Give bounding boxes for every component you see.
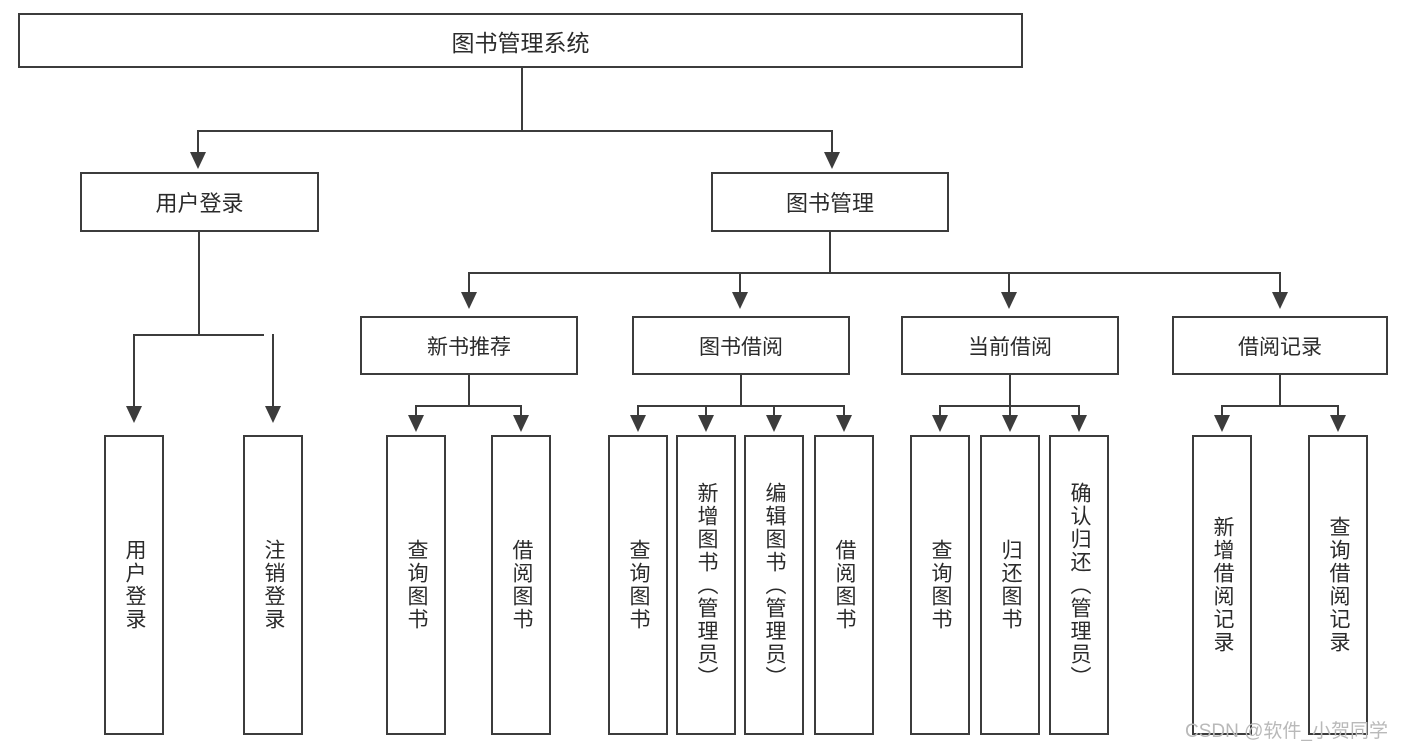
node-new-book-recommend[interactable]: 新书推荐: [360, 316, 578, 375]
arrowhead-user-login-leaf-1: [126, 406, 142, 423]
connector-current-borrow-leaf-3: [1078, 405, 1080, 417]
arrowhead-root-to-user-login: [190, 152, 206, 169]
leaf-borrow-book-1[interactable]: 借阅图书: [491, 435, 551, 735]
connector-book-management-bar: [468, 272, 1279, 274]
leaf-query-book-3[interactable]: 查询图书: [910, 435, 970, 735]
node-book-borrow[interactable]: 图书借阅: [632, 316, 850, 375]
node-label: 查询借阅记录: [1327, 516, 1351, 654]
node-label: 图书管理: [785, 191, 874, 216]
node-label: 新书推荐: [427, 335, 511, 359]
node-label: 图书借阅: [699, 335, 783, 359]
connector-user-login-bar: [133, 334, 264, 336]
node-current-borrow[interactable]: 当前借阅: [901, 316, 1119, 375]
leaf-add-book-admin[interactable]: 新增图书（管理员）: [676, 435, 736, 735]
node-borrow-record[interactable]: 借阅记录: [1172, 316, 1388, 375]
connector-current-borrow-stem: [1009, 375, 1011, 407]
connector-book-borrow-leaf-1: [637, 405, 639, 417]
arrowhead-bm-to-l3-1: [461, 292, 477, 309]
csdn-watermark: CSDN @软件_小贺同学: [1185, 721, 1388, 742]
arrowhead-current-borrow-leaf-2: [1002, 415, 1018, 432]
node-label: 借阅图书: [510, 539, 534, 631]
connector-current-borrow-leaf-2: [1009, 405, 1011, 417]
node-label: 新增图书（管理员）: [695, 481, 719, 689]
connector-bm-to-l3-3: [1008, 272, 1010, 294]
node-label: 借阅记录: [1238, 335, 1322, 359]
node-label: 注销登录: [262, 539, 286, 631]
arrowhead-current-borrow-leaf-3: [1071, 415, 1087, 432]
leaf-query-borrow-record[interactable]: 查询借阅记录: [1308, 435, 1368, 735]
connector-new-book-leaf-1: [415, 405, 417, 417]
leaf-user-login[interactable]: 用户登录: [104, 435, 164, 735]
node-label: 新增借阅记录: [1211, 516, 1235, 654]
node-root-book-management-system[interactable]: 图书管理系统: [18, 13, 1023, 68]
node-label: 确认归还（管理员）: [1068, 481, 1092, 689]
arrowhead-new-book-leaf-2: [513, 415, 529, 432]
connector-borrow-record-leaf-2: [1337, 405, 1339, 417]
arrowhead-user-login-leaf-2: [265, 406, 281, 423]
connector-bm-to-l3-4: [1279, 272, 1281, 294]
arrowhead-current-borrow-leaf-1: [932, 415, 948, 432]
node-user-login[interactable]: 用户登录: [80, 172, 319, 232]
arrowhead-new-book-leaf-1: [408, 415, 424, 432]
connector-book-borrow-leaf-4: [843, 405, 845, 417]
connector-book-borrow-bar: [637, 405, 845, 407]
node-label: 查询图书: [405, 539, 429, 631]
connector-user-login-to-leaf-2: [272, 334, 274, 408]
connector-borrow-record-bar: [1221, 405, 1339, 407]
node-book-management[interactable]: 图书管理: [711, 172, 949, 232]
leaf-user-logout[interactable]: 注销登录: [243, 435, 303, 735]
arrowhead-book-borrow-leaf-1: [630, 415, 646, 432]
connector-new-book-bar: [415, 405, 522, 407]
connector-current-borrow-leaf-1: [939, 405, 941, 417]
node-label: 归还图书: [999, 539, 1023, 631]
connector-borrow-record-stem: [1279, 375, 1281, 407]
connector-book-borrow-leaf-2: [705, 405, 707, 417]
connector-borrow-record-leaf-1: [1221, 405, 1223, 417]
arrowhead-bm-to-l3-4: [1272, 292, 1288, 309]
connector-root-stem: [521, 68, 523, 131]
connector-root-bar: [197, 130, 833, 132]
arrowhead-bm-to-l3-2: [732, 292, 748, 309]
arrowhead-book-borrow-leaf-2: [698, 415, 714, 432]
arrowhead-book-borrow-leaf-3: [766, 415, 782, 432]
node-label: 用户登录: [155, 191, 244, 216]
leaf-return-book[interactable]: 归还图书: [980, 435, 1040, 735]
node-label: 用户登录: [123, 539, 147, 631]
leaf-edit-book-admin[interactable]: 编辑图书（管理员）: [744, 435, 804, 735]
node-label: 查询图书: [929, 539, 953, 631]
node-label: 图书管理系统: [451, 29, 590, 56]
node-label: 编辑图书（管理员）: [763, 481, 787, 689]
leaf-query-book-1[interactable]: 查询图书: [386, 435, 446, 735]
connector-root-to-user-login: [197, 130, 199, 154]
arrowhead-bm-to-l3-3: [1001, 292, 1017, 309]
leaf-borrow-book-2[interactable]: 借阅图书: [814, 435, 874, 735]
connector-user-login-to-leaf-1: [133, 334, 135, 408]
connector-new-book-stem: [468, 375, 470, 407]
connector-root-to-book-management: [831, 130, 833, 154]
leaf-query-book-2[interactable]: 查询图书: [608, 435, 668, 735]
connector-book-borrow-stem: [740, 375, 742, 407]
arrowhead-root-to-book-management: [824, 152, 840, 169]
arrowhead-book-borrow-leaf-4: [836, 415, 852, 432]
connector-new-book-leaf-2: [520, 405, 522, 417]
connector-user-login-stem: [198, 232, 200, 335]
connector-book-borrow-leaf-3: [773, 405, 775, 417]
node-label: 借阅图书: [833, 539, 857, 631]
connector-bm-to-l3-1: [468, 272, 470, 294]
arrowhead-borrow-record-leaf-2: [1330, 415, 1346, 432]
leaf-add-borrow-record[interactable]: 新增借阅记录: [1192, 435, 1252, 735]
node-label: 查询图书: [627, 539, 651, 631]
connector-bm-to-l3-2: [739, 272, 741, 294]
arrowhead-borrow-record-leaf-1: [1214, 415, 1230, 432]
leaf-confirm-return-admin[interactable]: 确认归还（管理员）: [1049, 435, 1109, 735]
connector-book-management-stem: [829, 232, 831, 274]
node-label: 当前借阅: [968, 335, 1052, 359]
